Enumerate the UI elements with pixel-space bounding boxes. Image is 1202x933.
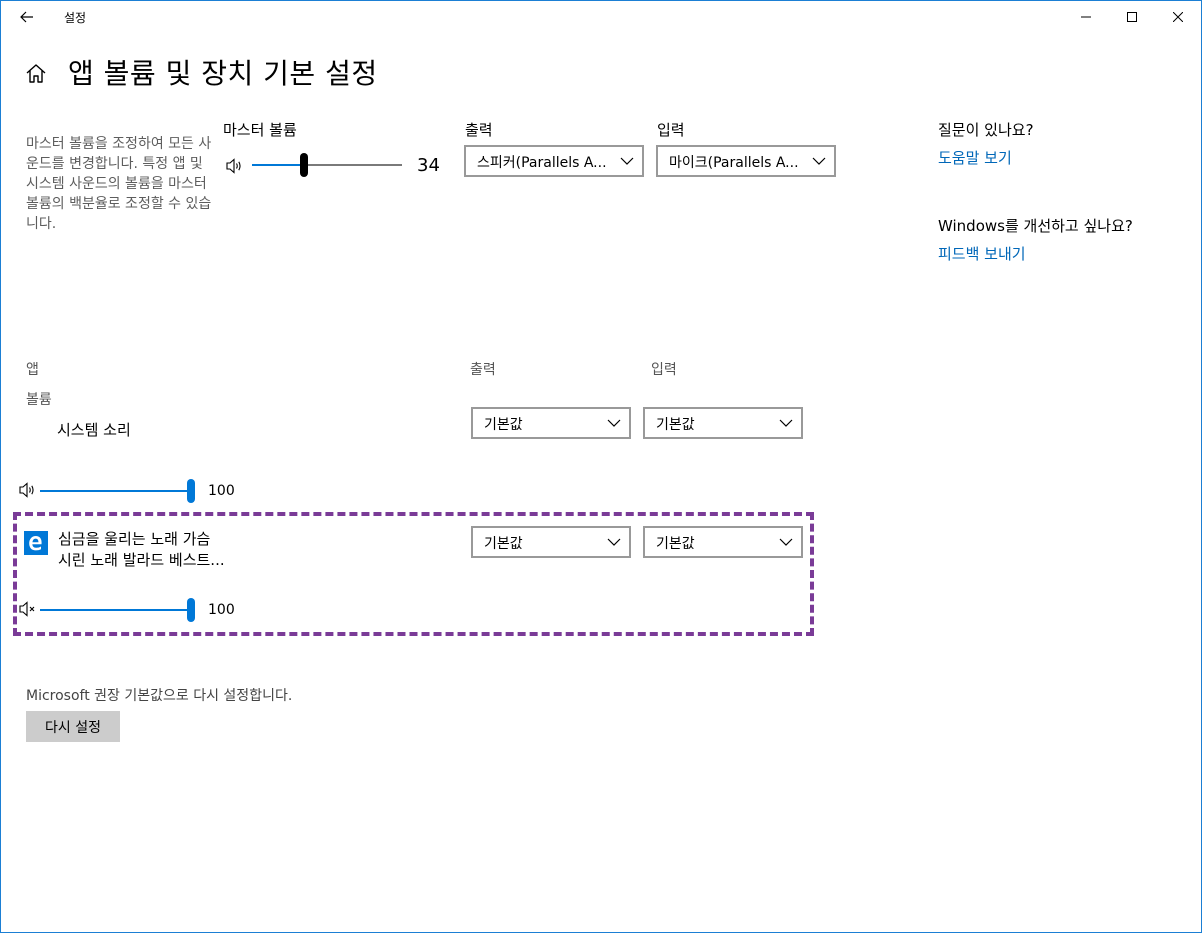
app-input-value: 기본값 (656, 536, 695, 552)
close-button[interactable] (1155, 1, 1201, 33)
master-volume-label: 마스터 볼륨 (223, 121, 297, 139)
title-bar: 설정 (1, 1, 1201, 33)
input-label: 입력 (657, 121, 685, 139)
output-device-value: 스피커(Parallels A... (477, 155, 607, 171)
back-arrow-icon (20, 11, 33, 23)
slider-fill (40, 490, 187, 492)
slider-thumb[interactable] (187, 479, 195, 503)
master-description: 마스터 볼륨을 조정하여 모든 사운드를 변경합니다. 특정 앱 및 시스템 사… (26, 136, 212, 232)
speaker-muted-icon (19, 601, 35, 617)
slider-thumb[interactable] (300, 153, 308, 177)
app-output-column-header: 출력 (470, 362, 496, 378)
close-icon (1173, 12, 1183, 22)
home-icon (26, 64, 46, 83)
system-input-value: 기본값 (656, 417, 695, 433)
home-button[interactable] (23, 61, 49, 87)
help-question: 질문이 있나요? (938, 121, 1034, 139)
chevron-down-icon (779, 538, 793, 546)
minimize-button[interactable] (1063, 1, 1109, 33)
speaker-icon (226, 158, 241, 174)
app-column-header: 앱 (26, 362, 39, 378)
chevron-down-icon (779, 419, 793, 427)
chevron-down-icon (620, 157, 634, 165)
system-output-value: 기본값 (484, 417, 523, 433)
master-volume-slider[interactable] (252, 153, 402, 177)
back-button[interactable] (9, 3, 45, 31)
system-output-dropdown[interactable]: 기본값 (471, 407, 631, 439)
help-link[interactable]: 도움말 보기 (938, 149, 1012, 167)
maximize-icon (1127, 12, 1137, 22)
reset-description: Microsoft 권장 기본값으로 다시 설정합니다. (26, 688, 293, 704)
reset-button[interactable]: 다시 설정 (26, 711, 120, 742)
edge-icon (24, 531, 48, 555)
app-input-dropdown[interactable]: 기본값 (643, 526, 803, 558)
app-volume-slider[interactable] (40, 598, 195, 622)
minimize-icon (1081, 16, 1091, 18)
improve-question: Windows를 개선하고 싶나요? (938, 217, 1133, 235)
chevron-down-icon (812, 157, 826, 165)
app-name-line1: 심금을 울리는 노래 가슴 (58, 530, 211, 548)
app-volume-value: 100 (208, 602, 235, 618)
system-volume-value: 100 (208, 483, 235, 499)
system-sounds-label: 시스템 소리 (57, 421, 131, 439)
chevron-down-icon (607, 538, 621, 546)
feedback-link[interactable]: 피드백 보내기 (938, 245, 1026, 263)
app-name-line2: 시린 노래 발라드 베스트... (58, 551, 225, 569)
system-volume-slider[interactable] (40, 479, 195, 503)
input-device-value: 마이크(Parallels A... (669, 155, 799, 171)
volume-column-header: 볼륨 (26, 392, 52, 408)
slider-fill (252, 164, 300, 166)
highlight-box (13, 512, 814, 636)
chevron-down-icon (607, 419, 621, 427)
slider-fill (40, 609, 187, 611)
window-title: 설정 (64, 11, 87, 25)
page-title: 앱 볼륨 및 장치 기본 설정 (68, 57, 378, 90)
output-label: 출력 (465, 121, 493, 139)
app-output-dropdown[interactable]: 기본값 (471, 526, 631, 558)
edge-logo-glyph (29, 536, 42, 551)
system-input-dropdown[interactable]: 기본값 (643, 407, 803, 439)
maximize-button[interactable] (1109, 1, 1155, 33)
app-output-value: 기본값 (484, 536, 523, 552)
master-volume-value: 34 (417, 155, 440, 176)
input-device-dropdown[interactable]: 마이크(Parallels A... (656, 145, 836, 177)
slider-track (252, 164, 402, 166)
app-input-column-header: 입력 (651, 362, 677, 378)
speaker-icon (19, 482, 34, 498)
slider-thumb[interactable] (187, 598, 195, 622)
output-device-dropdown[interactable]: 스피커(Parallels A... (464, 145, 644, 177)
